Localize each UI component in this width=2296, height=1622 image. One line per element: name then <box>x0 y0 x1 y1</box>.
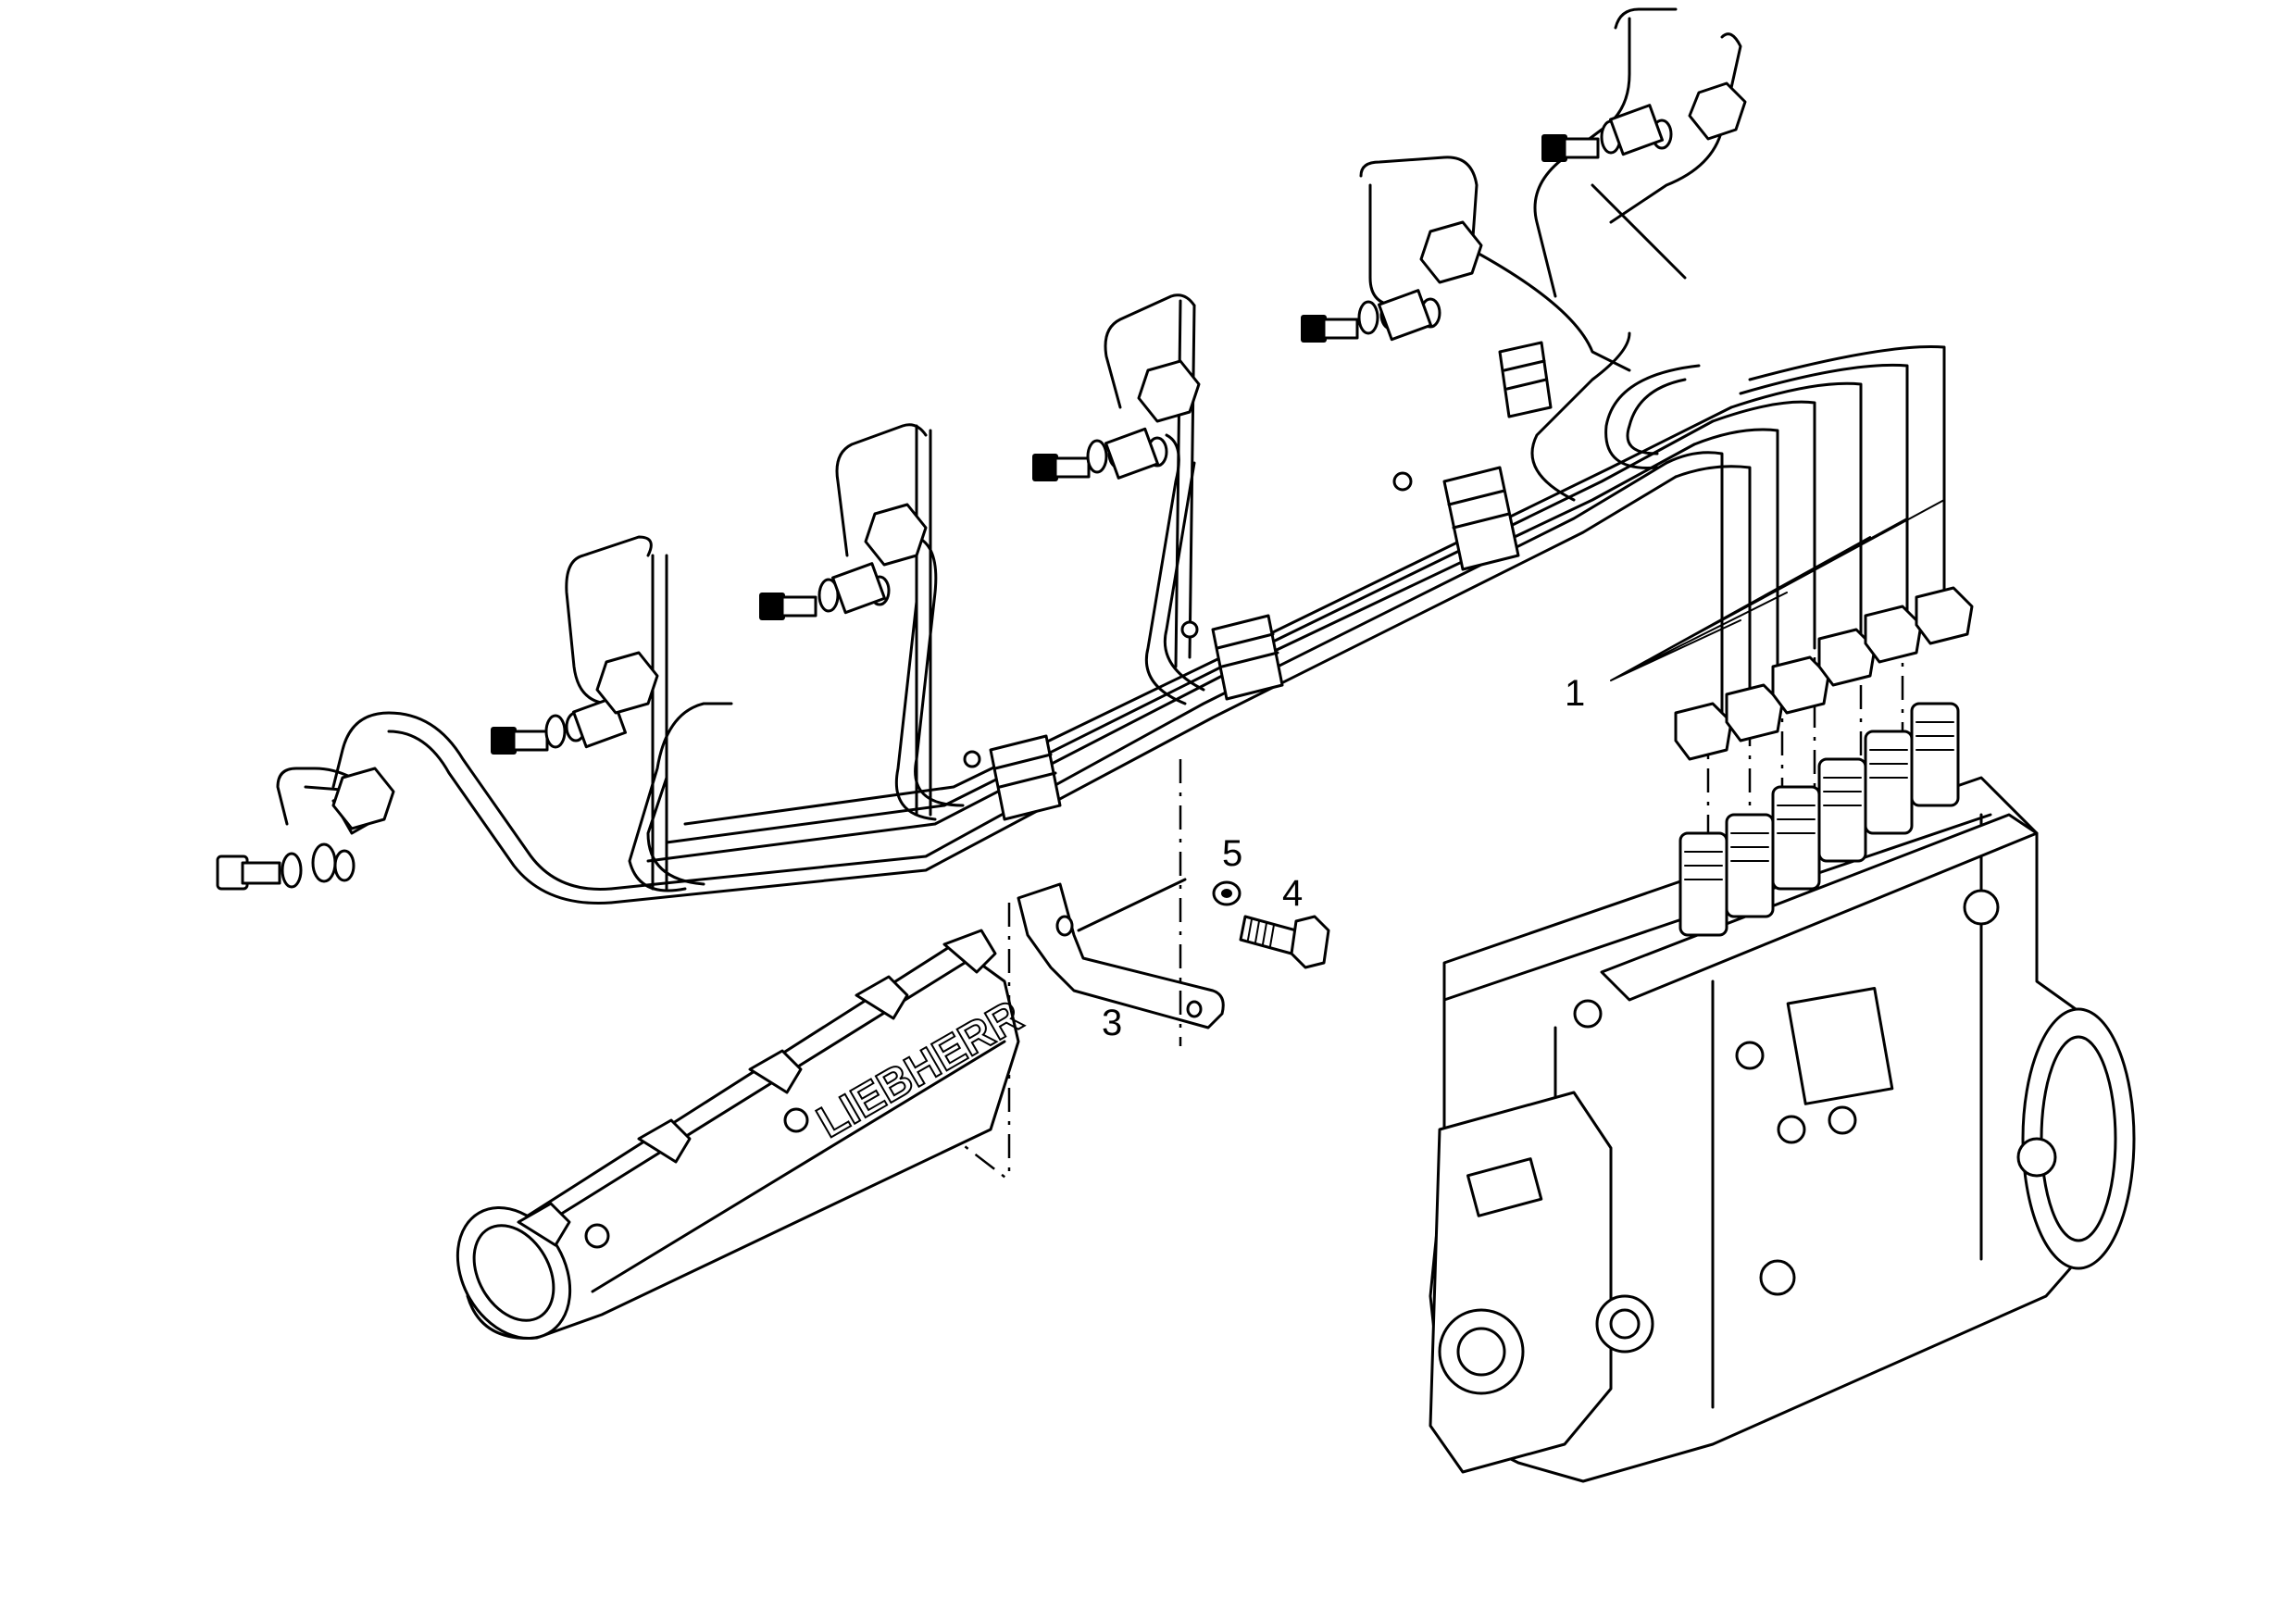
callouts: 1 3 4 5 <box>1102 499 1945 1043</box>
intake-manifold: LIEBHERR <box>455 929 1031 1341</box>
delivery-valve-holder-1 <box>1674 702 1733 937</box>
mounting-bracket <box>1017 878 1225 1029</box>
hex-bolt <box>1239 915 1330 969</box>
line-clamps <box>963 341 1553 821</box>
callout-4: 4 <box>1282 873 1303 914</box>
banjo-fitting-5 <box>1301 289 1441 343</box>
banjo-fitting-2 <box>491 696 628 755</box>
injection-pump <box>1429 776 2136 1483</box>
delivery-valve-holder-4 <box>1817 628 1877 863</box>
clamp-3 <box>1392 466 1520 571</box>
callout-5: 5 <box>1222 833 1242 874</box>
clamp-2 <box>1180 614 1284 701</box>
clamp-1 <box>963 734 1062 821</box>
banjo-fittings <box>216 104 1673 891</box>
clamp-4 <box>1498 341 1553 418</box>
callout-3: 3 <box>1102 1003 1122 1043</box>
lock-washer <box>1212 880 1242 906</box>
banjo-fitting-4 <box>1032 427 1168 481</box>
injector-union-nuts <box>331 81 1747 830</box>
delivery-valve-holder-5 <box>1864 605 1923 835</box>
callout-1: 1 <box>1565 673 1585 714</box>
callout-1-leader <box>1610 499 1945 681</box>
delivery-valve-holder-6 <box>1910 586 1974 807</box>
banjo-fitting-3 <box>759 562 891 620</box>
banjo-fitting-6 <box>1541 104 1673 162</box>
delivery-valve-holders <box>1674 586 1974 937</box>
